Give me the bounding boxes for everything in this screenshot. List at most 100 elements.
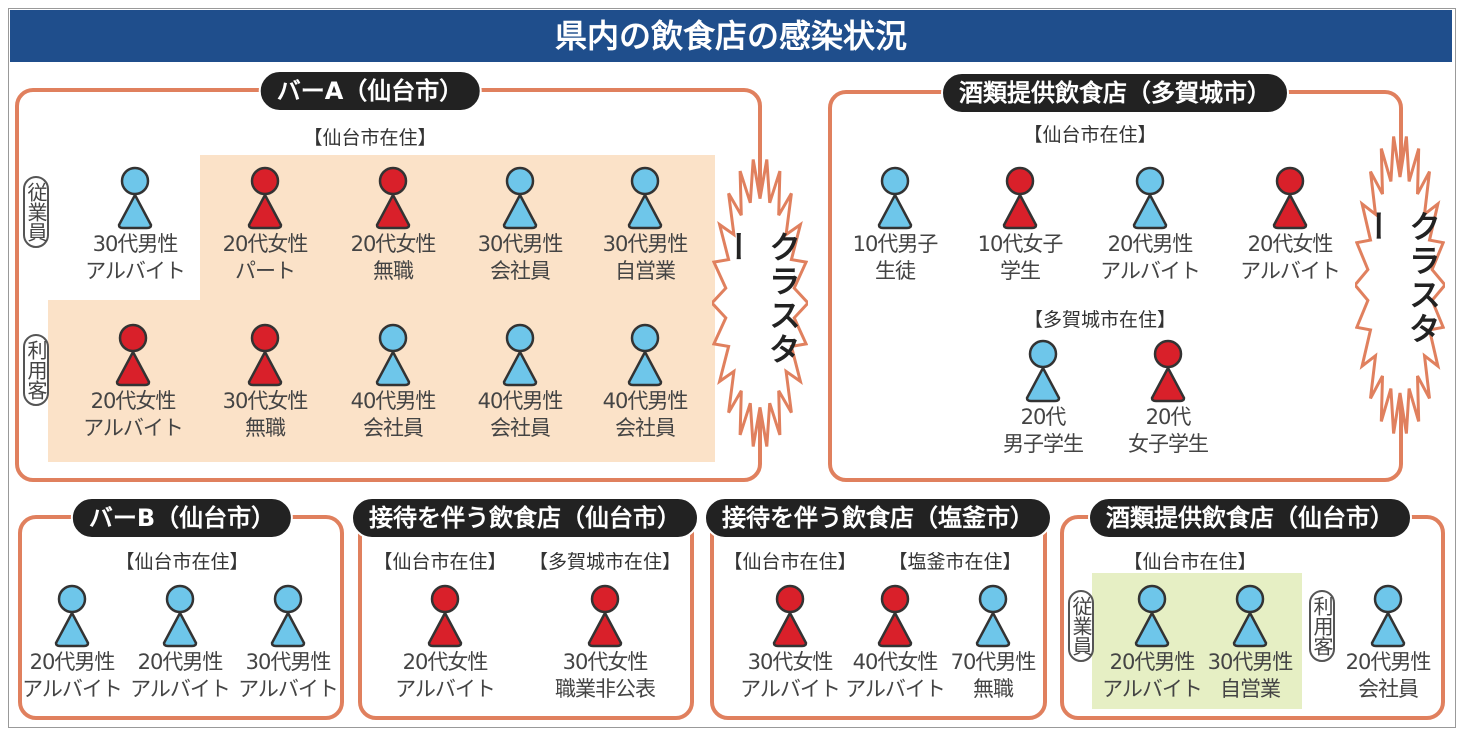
person-icon <box>1134 584 1170 648</box>
person-age-sex: 20代男性 <box>1109 650 1196 674</box>
person-age-sex: 20代男性 <box>29 650 116 674</box>
person-occupation: 無職 <box>245 416 286 440</box>
person-male: 30代男性アルバイト <box>223 583 353 703</box>
person-male: 10代男子生徒 <box>830 165 960 285</box>
person-occupation: アルバイト <box>845 677 946 701</box>
staff-label: 従業員 <box>23 176 49 248</box>
residence-group-label: 【多賀城市在住】 <box>1023 309 1177 331</box>
person-male: 20代男性アルバイト <box>7 583 137 703</box>
person-icon <box>877 166 913 230</box>
panel-title: 接待を伴う飲食店（仙台市） <box>351 497 699 539</box>
person-icon <box>375 323 411 387</box>
person-age-sex: 30代男性 <box>602 232 689 256</box>
person-icon <box>162 584 198 648</box>
person-icon <box>115 323 151 387</box>
person-occupation: 学生 <box>1000 259 1041 283</box>
person-occupation: 会社員 <box>363 416 424 440</box>
burst-icon <box>709 159 811 447</box>
person-occupation: 女子学生 <box>1128 432 1209 456</box>
person-occupation: 会社員 <box>490 416 551 440</box>
staff-label: 従業員 <box>1068 590 1094 662</box>
person-occupation: アルバイト <box>22 677 123 701</box>
person-age-sex: 20代女性 <box>402 650 489 674</box>
person-icon <box>587 584 623 648</box>
person-age-sex: 30代男性 <box>477 232 564 256</box>
person-occupation: アルバイト <box>1100 259 1201 283</box>
person-occupation: アルバイト <box>1240 259 1341 283</box>
person-female: 20代女性アルバイト <box>1225 165 1355 285</box>
person-age-sex: 10代男子 <box>852 232 939 256</box>
person-age-sex: 20代男性 <box>1107 232 1194 256</box>
person-age-sex: 20代女性 <box>1247 232 1334 256</box>
person-age-sex: 20代女性 <box>222 232 309 256</box>
person-icon <box>1232 584 1268 648</box>
customer-label: 利用客 <box>1309 590 1335 662</box>
person-female: 20代女性アルバイト <box>380 583 510 703</box>
person-occupation: 自営業 <box>615 259 676 283</box>
person-male: 70代男性無職 <box>928 583 1058 703</box>
cluster-burst: クラスター <box>1353 135 1447 435</box>
person-age-sex: 20代男性 <box>137 650 224 674</box>
panel-title: バーB（仙台市） <box>70 497 294 539</box>
person-icon <box>247 323 283 387</box>
person-icon <box>975 584 1011 648</box>
person-age-sex: 30代男性 <box>1207 650 1294 674</box>
person-age-sex: 20代 <box>1020 405 1067 429</box>
person-age-sex: 10代女子 <box>977 232 1064 256</box>
person-female: 10代女子学生 <box>955 165 1085 285</box>
cluster-label: クラスター <box>1358 210 1442 346</box>
person-icon <box>502 323 538 387</box>
cluster-burst: クラスター <box>709 158 811 448</box>
person-icon <box>877 584 913 648</box>
residence-group-label: 【仙台市在住】 <box>303 127 437 149</box>
person-female: 30代女性無職 <box>200 322 330 442</box>
person-male: 20代男性アルバイト <box>1085 165 1215 285</box>
residence-group-label: 【塩釜市在住】 <box>888 551 1022 573</box>
residence-group-label: 【仙台市在住】 <box>723 551 857 573</box>
cluster-label: クラスター <box>718 230 802 367</box>
residence-group-label: 【仙台市在住】 <box>1023 124 1157 146</box>
person-male: 40代男性会社員 <box>455 322 585 442</box>
person-icon <box>772 584 808 648</box>
person-occupation: 会社員 <box>490 259 551 283</box>
person-female: 20代女性アルバイト <box>68 322 198 442</box>
residence-group-label: 【多賀城市在住】 <box>528 551 682 573</box>
person-female: 40代女性アルバイト <box>830 583 960 703</box>
panel-title: 酒類提供飲食店（多賀城市） <box>941 72 1289 114</box>
person-age-sex: 40代男性 <box>350 389 437 413</box>
person-occupation: 無職 <box>973 677 1014 701</box>
person-age-sex: 40代男性 <box>477 389 564 413</box>
person-icon <box>270 584 306 648</box>
person-occupation: アルバイト <box>740 677 841 701</box>
residence-group-label: 【仙台市在住】 <box>373 551 507 573</box>
person-icon <box>1025 339 1061 403</box>
person-icon <box>627 166 663 230</box>
person-female: 20代女性パート <box>200 165 330 285</box>
highlight-area <box>1092 573 1302 709</box>
person-age-sex: 30代男性 <box>92 232 179 256</box>
person-occupation: 会社員 <box>615 416 676 440</box>
person-female: 30代女性職業非公表 <box>540 583 670 703</box>
highlight-area <box>200 155 715 303</box>
person-female: 30代女性アルバイト <box>725 583 855 703</box>
person-icon <box>117 166 153 230</box>
person-male: 20代男性アルバイト <box>1087 583 1217 703</box>
person-age-sex: 30代女性 <box>747 650 834 674</box>
person-male: 20代男性会社員 <box>1323 583 1453 703</box>
person-male: 20代男性アルバイト <box>115 583 245 703</box>
person-icon <box>1002 166 1038 230</box>
person-icon <box>1370 584 1406 648</box>
residence-group-label: 【仙台市在住】 <box>1123 551 1257 573</box>
person-icon <box>627 323 663 387</box>
person-occupation: 生徒 <box>875 259 916 283</box>
person-age-sex: 40代男性 <box>602 389 689 413</box>
person-age-sex: 20代女性 <box>350 232 437 256</box>
person-icon <box>375 166 411 230</box>
person-icon <box>502 166 538 230</box>
person-age-sex: 20代男性 <box>1345 650 1432 674</box>
infographic-frame <box>8 8 1456 728</box>
person-occupation: アルバイト <box>130 677 231 701</box>
person-age-sex: 20代 <box>1145 405 1192 429</box>
customer-label: 利用客 <box>23 334 49 406</box>
person-icon <box>427 584 463 648</box>
